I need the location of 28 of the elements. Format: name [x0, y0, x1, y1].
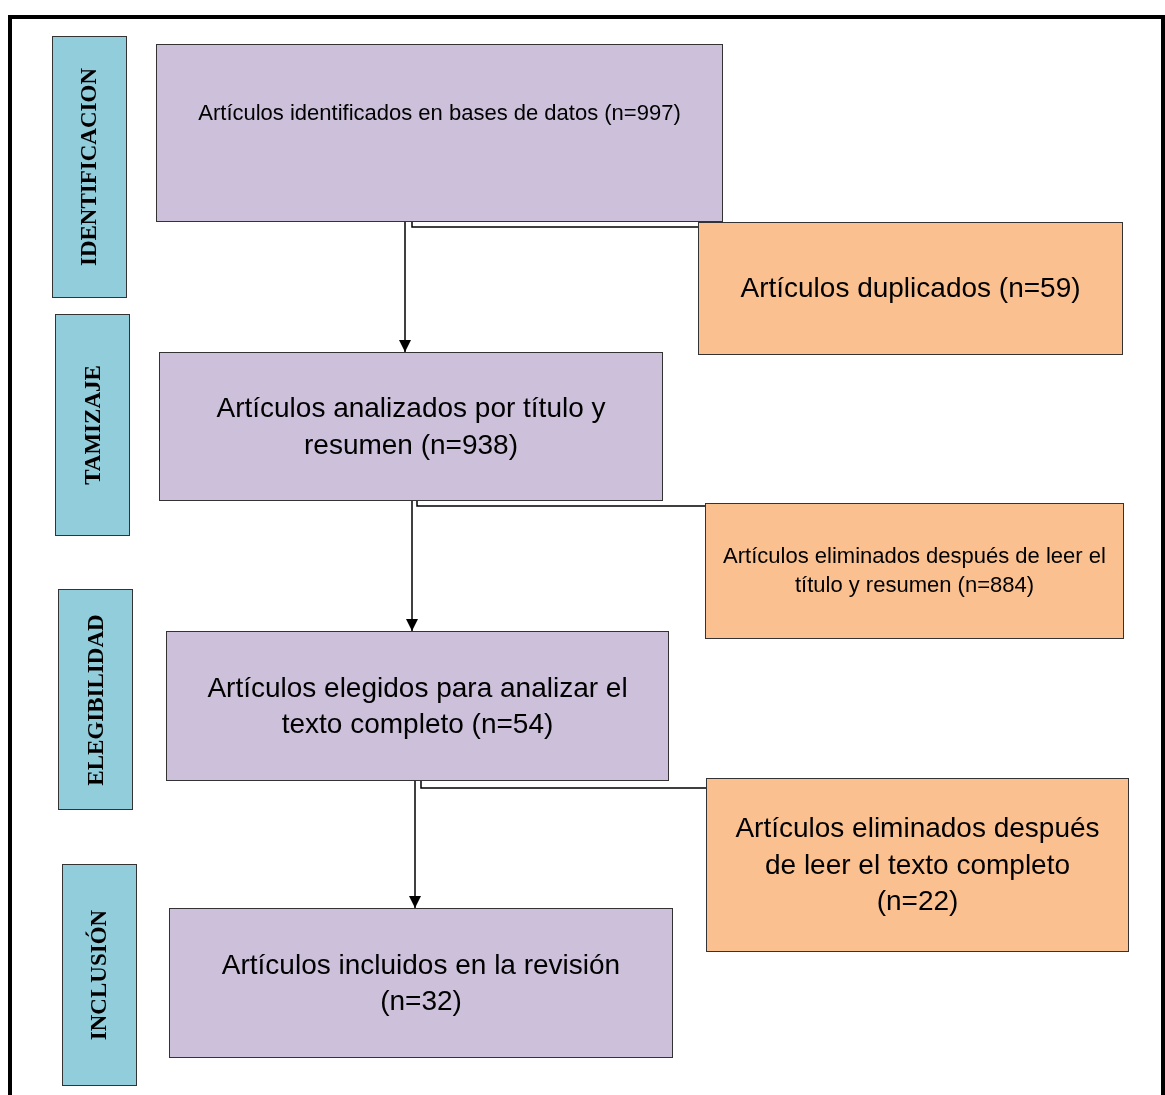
phase-label-box	[62, 864, 137, 1086]
arrow	[406, 500, 418, 632]
connector-line	[416, 500, 706, 507]
phase-label: TAMIZAJE	[79, 365, 106, 485]
arrow	[409, 780, 421, 909]
box-text: Artículos analizados por título y resumen (n=938)	[215, 391, 607, 462]
box-text: Artículos incluidos en la revisión (n=32)	[220, 947, 622, 1018]
phase-label-box	[55, 314, 130, 536]
exclusion-box	[705, 503, 1124, 639]
arrow	[399, 221, 411, 353]
box-text: Artículos duplicados (n=59)	[740, 271, 1081, 306]
process-box	[156, 44, 723, 222]
phase-label: IDENTIFICACION	[76, 67, 103, 267]
connector-line	[420, 780, 707, 789]
box-text: Artículos eliminados después de leer el título y resumen (n=884)	[722, 542, 1107, 599]
exclusion-box	[706, 778, 1129, 952]
box-text: Artículos identificados en bases de datos (n=997)	[198, 98, 681, 127]
connector-line	[411, 221, 699, 228]
exclusion-box	[698, 222, 1123, 355]
phase-label-box	[58, 589, 133, 810]
phase-label: ELEGIBILIDAD	[82, 613, 109, 786]
box-text: Artículos eliminados después de leer el texto completo (n=22)	[734, 811, 1101, 919]
process-box	[169, 908, 673, 1058]
process-box	[166, 631, 669, 781]
process-box	[159, 352, 663, 501]
phase-label: INCLUSIÓN	[86, 909, 113, 1041]
box-text: Artículos elegidos para analizar el texto completo (n=54)	[206, 670, 629, 741]
phase-label-box	[52, 36, 127, 298]
